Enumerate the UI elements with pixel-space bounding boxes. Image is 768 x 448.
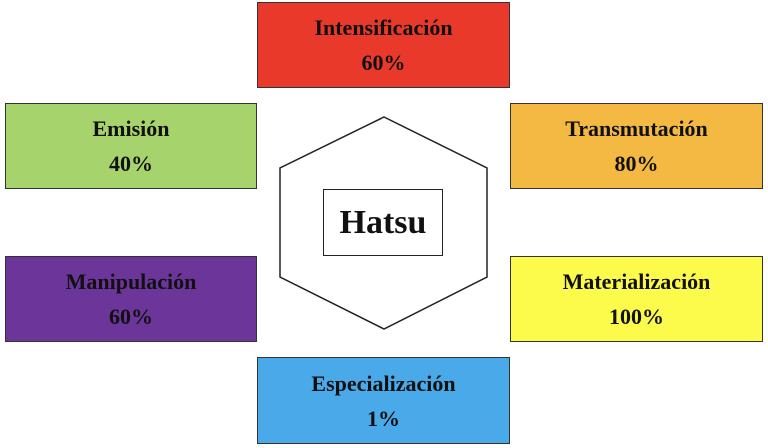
- category-box-intensificacion: Intensificación 60%: [257, 2, 510, 88]
- category-name: Emisión: [92, 116, 170, 141]
- category-name: Intensificación: [314, 15, 453, 40]
- category-value: 60%: [361, 50, 406, 75]
- center-label: Hatsu: [339, 203, 427, 241]
- category-box-manipulacion: Manipulación 60%: [5, 256, 257, 342]
- category-value: 60%: [109, 304, 153, 329]
- category-value: 1%: [367, 405, 400, 431]
- category-value: 80%: [614, 151, 659, 176]
- category-box-transmutacion: Transmutación 80%: [510, 103, 763, 189]
- category-name: Especialización: [311, 370, 456, 396]
- category-box-especializacion: Especialización 1%: [257, 357, 510, 444]
- category-value: 40%: [109, 151, 153, 176]
- category-value: 100%: [609, 304, 664, 329]
- category-name: Transmutación: [565, 116, 708, 141]
- category-box-materializacion: Materialización 100%: [510, 256, 763, 342]
- center-label-box: Hatsu: [323, 189, 443, 256]
- category-name: Materialización: [562, 269, 711, 294]
- category-name: Manipulación: [65, 269, 197, 294]
- category-box-emision: Emisión 40%: [5, 103, 257, 189]
